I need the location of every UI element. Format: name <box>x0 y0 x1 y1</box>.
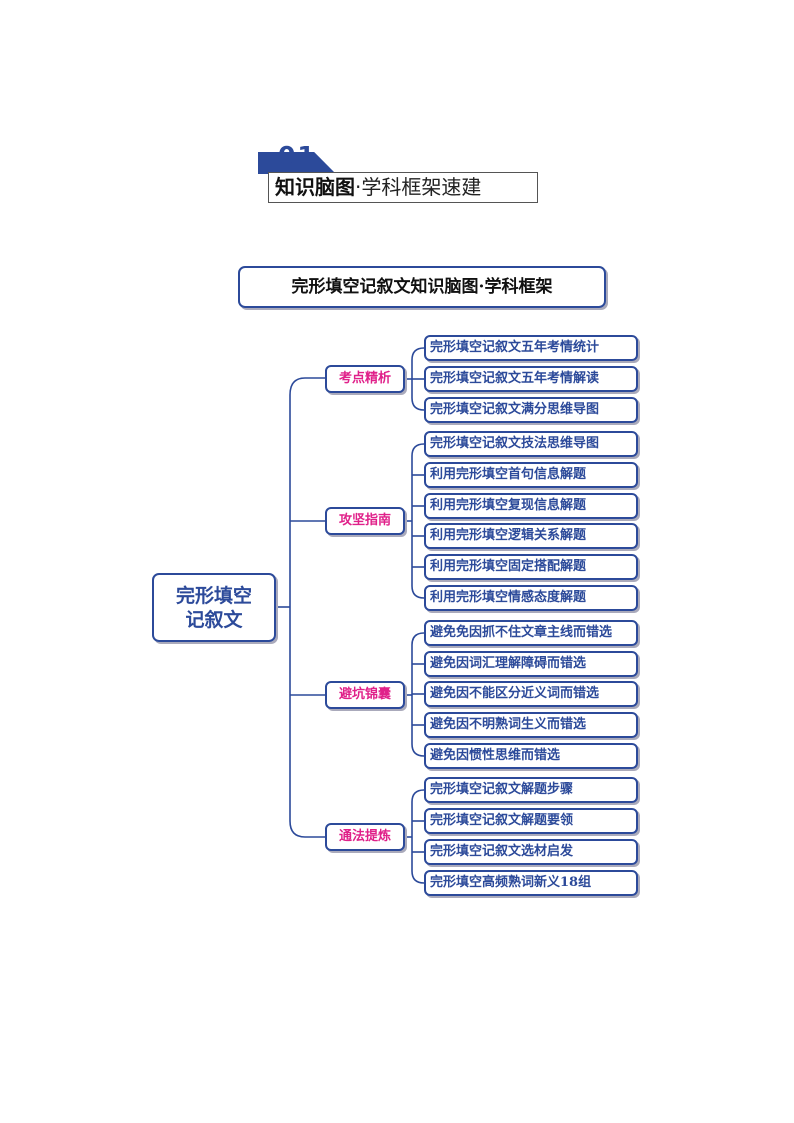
section-header-strong: 知识脑图 <box>275 175 355 199</box>
leaf-node: 利用完形填空固定搭配解题 <box>424 554 638 580</box>
leaf-node: 避免因不能区分近义词而错选 <box>424 681 638 707</box>
leaf-node: 避免因词汇理解障碍而错选 <box>424 651 638 677</box>
leaf-node: 完形填空记叙文五年考情解读 <box>424 366 638 392</box>
section-tab-shape <box>258 152 336 174</box>
leaf-node: 利用完形填空复现信息解题 <box>424 493 638 519</box>
connector-b4-v <box>411 789 425 884</box>
leaf-node: 完形填空记叙文五年考情统计 <box>424 335 638 361</box>
branch-node: 避坑锦囊 <box>325 681 405 709</box>
connector-b2-v <box>411 443 425 599</box>
leaf-node: 完形填空记叙文选材启发 <box>424 839 638 865</box>
leaf-node: 完形填空记叙文解题要领 <box>424 808 638 834</box>
leaf-node: 避免因惯性思维而错选 <box>424 743 638 769</box>
branch-node: 考点精析 <box>325 365 405 393</box>
leaf-node: 完形填空记叙文满分思维导图 <box>424 397 638 423</box>
leaf-node: 利用完形填空逻辑关系解题 <box>424 523 638 549</box>
leaf-node: 完形填空记叙文解题步骤 <box>424 777 638 803</box>
connector-trunk <box>289 377 306 838</box>
section-header-rest: ·学科框架速建 <box>355 175 482 199</box>
root-node: 完形填空 记叙文 <box>152 573 276 642</box>
branch-node: 攻坚指南 <box>325 507 405 535</box>
section-number: 01 <box>278 141 317 170</box>
leaf-node: 完形填空高频熟词新义18组 <box>424 870 638 896</box>
leaf-node: 避免因不明熟词生义而错选 <box>424 712 638 738</box>
root-line-1: 完形填空 <box>175 584 252 607</box>
leaf-node: 利用完形填空情感态度解题 <box>424 585 638 611</box>
leaf-node: 避免免因抓不住文章主线而错选 <box>424 620 638 646</box>
branch-node: 通法提炼 <box>325 823 405 851</box>
diagram-title: 完形填空记叙文知识脑图·学科框架 <box>238 266 606 308</box>
section-header: 知识脑图·学科框架速建 <box>268 172 538 203</box>
root-line-2: 记叙文 <box>185 608 243 631</box>
leaf-node: 完形填空记叙文技法思维导图 <box>424 431 638 457</box>
leaf-node: 利用完形填空首句信息解题 <box>424 462 638 488</box>
